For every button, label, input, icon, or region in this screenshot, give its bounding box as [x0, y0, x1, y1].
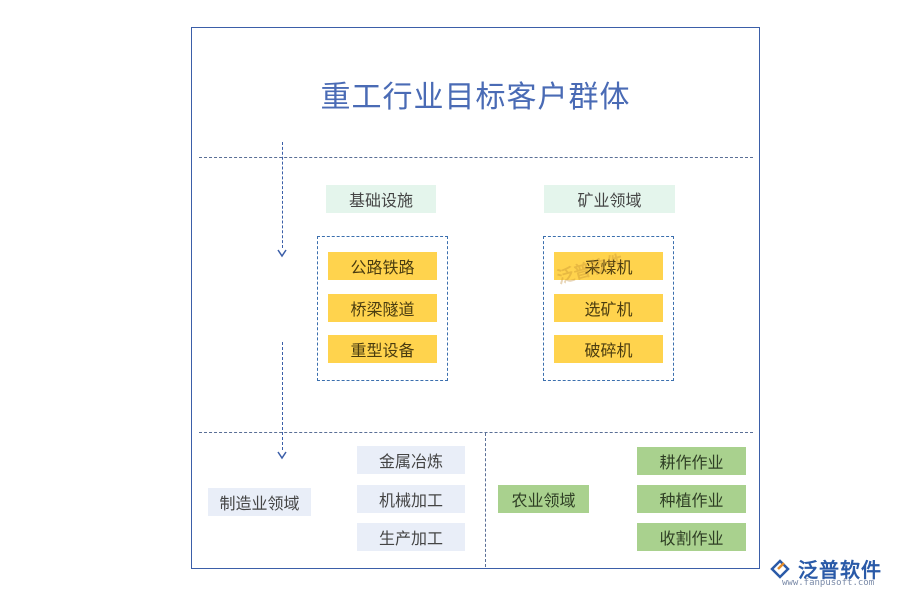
infrastructure-item: 公路铁路: [328, 252, 437, 280]
flow-arrow-line-1: [282, 142, 283, 248]
manufacturing-item: 机械加工: [357, 485, 465, 513]
manufacturing-item: 生产加工: [357, 523, 465, 551]
infrastructure-item: 重型设备: [328, 335, 437, 363]
mining-group: [543, 236, 674, 381]
manufacturing-item: 金属冶炼: [357, 446, 465, 474]
flow-arrow-line-2: [282, 342, 283, 450]
brand-logo-icon: [770, 558, 790, 579]
infrastructure-item: 桥梁隧道: [328, 294, 437, 322]
mining-item: 破碎机: [554, 335, 663, 363]
agriculture-item: 耕作作业: [637, 447, 746, 475]
bottom-separator: [199, 432, 753, 433]
diagram-frame: [191, 27, 760, 569]
mining-item: 采煤机: [554, 252, 663, 280]
infrastructure-group: [317, 236, 448, 381]
agriculture-item: 种植作业: [637, 485, 746, 513]
mining-item: 选矿机: [554, 294, 663, 322]
infrastructure-label: 基础设施: [326, 185, 436, 213]
agriculture-label: 农业领域: [498, 485, 589, 513]
arrow-down-icon: [277, 249, 287, 258]
arrow-down-icon: [277, 451, 287, 460]
agriculture-item: 收割作业: [637, 523, 746, 551]
mining-label: 矿业领域: [544, 185, 675, 213]
top-separator: [199, 157, 753, 158]
bottom-vertical-separator: [485, 433, 486, 567]
manufacturing-label: 制造业领域: [208, 488, 311, 516]
brand-name: 泛普软件: [798, 558, 882, 582]
brand-url: www.fanpusoft.com: [782, 578, 875, 588]
diagram-title: 重工行业目标客户群体: [320, 80, 631, 115]
brand-logo: 泛普软件: [768, 554, 882, 583]
